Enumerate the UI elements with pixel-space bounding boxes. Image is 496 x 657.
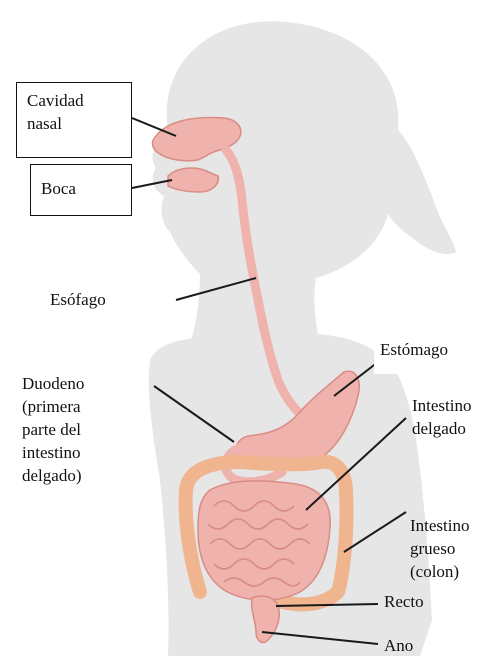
label-esofago: Esófago [50, 288, 106, 311]
label-estomago: Estómago [380, 338, 448, 361]
label-intestino-delgado: Intestino delgado [412, 394, 472, 440]
label-recto: Recto [384, 590, 424, 613]
label-ano: Ano [384, 634, 413, 657]
label-intestino-grueso: Intestino grueso (colon) [410, 514, 470, 583]
label-duodeno: Duodeno (primera parte del intestino del… [22, 372, 84, 487]
label-boca: Boca [30, 164, 132, 216]
label-cavidad-nasal: Cavidad nasal [16, 82, 132, 158]
